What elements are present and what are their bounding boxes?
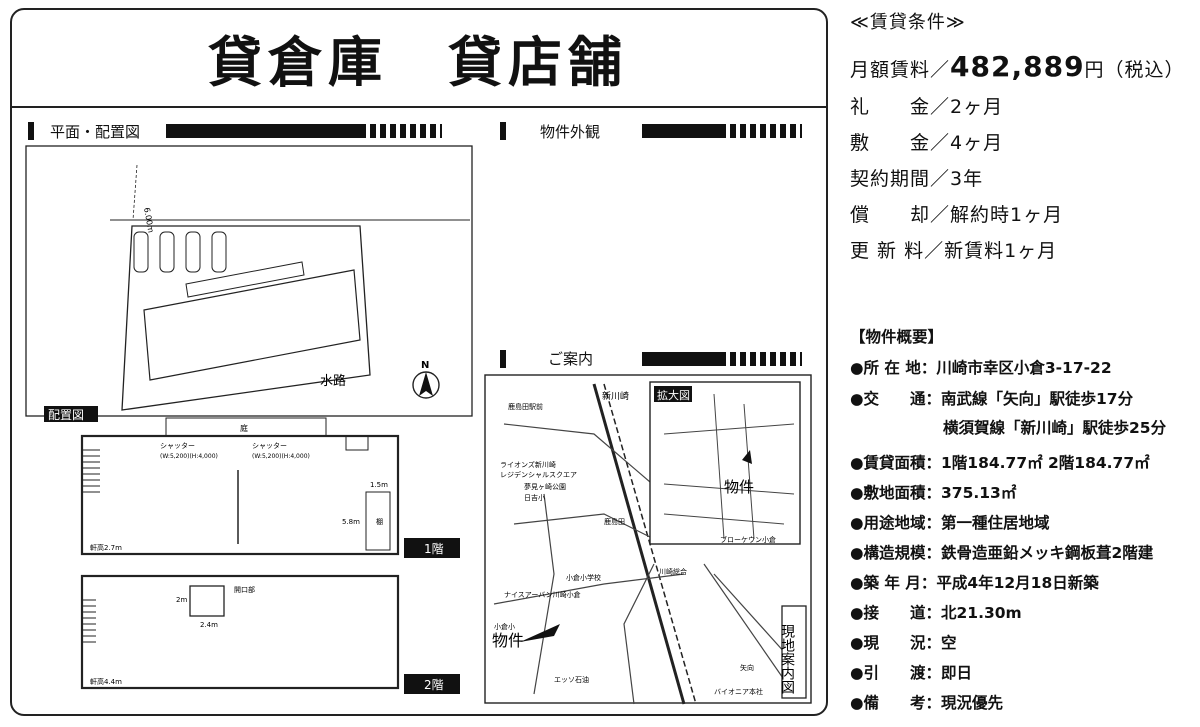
svg-text:N: N — [421, 360, 429, 371]
section-marker — [500, 122, 506, 140]
floor2-outline — [80, 574, 400, 690]
floor1-outline — [80, 434, 400, 556]
condition-item: 更 新 料／新賃料1ヶ月 — [850, 240, 1058, 262]
svg-text:開口部: 開口部 — [234, 585, 255, 594]
condition-item: 償 却／解約時1ヶ月 — [850, 204, 1064, 226]
overview-item: ●賃貸面積：1階184.77㎡ 2階184.77㎡ — [850, 454, 1150, 472]
building-outline — [143, 269, 361, 381]
floor1-tag: 1階 — [424, 541, 444, 556]
north-arrow-icon: N — [412, 360, 440, 399]
svg-text:新川崎: 新川崎 — [602, 390, 629, 402]
svg-text:鹿島田駅前: 鹿島田駅前 — [508, 402, 543, 411]
svg-text:(W:5,200)(H:4,000): (W:5,200)(H:4,000) — [160, 453, 218, 460]
svg-text:5.8m: 5.8m — [342, 518, 360, 526]
svg-text:1.5m: 1.5m — [370, 481, 388, 489]
property-label: 物件 — [492, 631, 524, 650]
svg-text:軒高2.7m: 軒高2.7m — [90, 543, 122, 552]
section-marker — [500, 350, 506, 368]
title-divider — [12, 106, 826, 108]
garden-label: 庭 — [240, 423, 248, 433]
section-bar — [642, 124, 726, 138]
svg-text:シャッター: シャッター — [160, 441, 195, 450]
svg-text:川崎総合: 川崎総合 — [659, 567, 687, 576]
svg-text:小倉小学校: 小倉小学校 — [566, 573, 601, 582]
section-title-plan: 平面・配置図 — [50, 123, 141, 141]
location-map: 拡大図 物件 新川崎 ライオンズ新川崎 レジデンシャルスクエア 夢見ヶ崎公園 日… — [484, 374, 812, 705]
svg-text:ブローケウン小倉: ブローケウン小倉 — [720, 535, 776, 544]
map-vertical-label: 現地案内図 — [779, 624, 795, 694]
overview-item: ●構造規模：鉄骨造亜鉛メッキ鋼板葺2階建 — [850, 544, 1154, 562]
property-marker-icon — [520, 624, 560, 642]
section-bar — [166, 124, 366, 138]
page-title: 貸倉庫 貸店舗 — [208, 31, 628, 94]
rent-value: 482,889 — [950, 50, 1085, 83]
overview-item: ●引 渡：即日 — [850, 664, 973, 682]
svg-text:軒高4.4m: 軒高4.4m — [90, 677, 122, 686]
overview-item: ●敷地面積：375.13㎡ — [850, 484, 1017, 502]
svg-text:エッソ石油: エッソ石油 — [554, 675, 589, 684]
svg-text:レジデンシャルスクエア: レジデンシャルスクエア — [500, 470, 577, 479]
flyer-frame — [10, 8, 828, 716]
svg-text:夢見ヶ崎公園: 夢見ヶ崎公園 — [524, 482, 566, 491]
svg-text:棚: 棚 — [376, 517, 383, 526]
svg-text:日吉小: 日吉小 — [524, 493, 545, 502]
waterway-label: 水路 — [320, 373, 346, 389]
overview-item: ●接 道：北21.30m — [850, 604, 1022, 622]
overview-header: 【物件概要】 — [850, 328, 944, 346]
condition-item: 契約期間／3年 — [850, 168, 984, 190]
svg-text:バイオニア本社: バイオニア本社 — [714, 687, 763, 696]
svg-text:ナイスアーバン川崎小倉: ナイスアーバン川崎小倉 — [504, 590, 581, 599]
overview-item: ●備 考：現況優先 — [850, 694, 1004, 712]
section-marker — [28, 122, 34, 140]
svg-text:小倉小: 小倉小 — [494, 622, 515, 631]
zoom-inset — [649, 381, 801, 545]
overview-item: ●所 在 地：川崎市幸区小倉3-17-22 — [850, 359, 1112, 377]
svg-text:ライオンズ新川崎: ライオンズ新川崎 — [500, 460, 556, 469]
site-tag: 配置図 — [48, 408, 84, 422]
zoom-label: 拡大図 — [657, 388, 690, 402]
overview-item: 横須賀線「新川崎」駅徒歩25分 — [850, 419, 1167, 437]
svg-text:シャッター: シャッター — [252, 441, 287, 450]
overview-item: ●用途地域：第一種住居地域 — [850, 514, 1050, 532]
conditions-header: ≪賃貸条件≫ — [850, 12, 966, 33]
rent-row: 月額賃料／482,889円（税込） — [850, 50, 1185, 83]
section-bar-ticks — [730, 352, 802, 366]
overview-item: ●交 通：南武線「矢向」駅徒歩17分 — [850, 390, 1134, 408]
svg-text:矢向: 矢向 — [740, 663, 754, 672]
condition-item: 礼 金／2ヶ月 — [850, 96, 1004, 118]
lot-outline — [121, 225, 371, 411]
svg-text:2.4m: 2.4m — [200, 621, 218, 629]
floor2-tag: 2階 — [424, 677, 444, 692]
rent-label: 月額賃料／ — [850, 59, 951, 81]
section-bar-ticks — [370, 124, 442, 138]
svg-text:鹿島田: 鹿島田 — [604, 517, 625, 526]
parking-cars — [133, 231, 227, 273]
overview-item: ●築 年 月：平成4年12月18日新築 — [850, 574, 1099, 592]
zoom-property-label: 物件 — [724, 478, 754, 496]
condition-item: 敷 金／4ヶ月 — [850, 132, 1004, 154]
section-bar-ticks — [730, 124, 802, 138]
site-plan-drawing: 6.00m 水路 N 配置図 庭 シャッター (W:5,200)(H:4,000… — [25, 145, 473, 694]
rent-unit: 円（税込） — [1084, 59, 1185, 81]
overview-item: ●現 況：空 — [850, 634, 957, 652]
site-frame — [25, 145, 473, 417]
svg-text:2m: 2m — [176, 596, 187, 604]
section-bar — [642, 352, 726, 366]
section-title-exterior: 物件外観 — [540, 123, 601, 141]
road-dim-label: 6.00m — [142, 207, 155, 234]
svg-text:(W:5,200)(H:4,000): (W:5,200)(H:4,000) — [252, 453, 310, 460]
section-title-guide: ご案内 — [548, 350, 594, 368]
